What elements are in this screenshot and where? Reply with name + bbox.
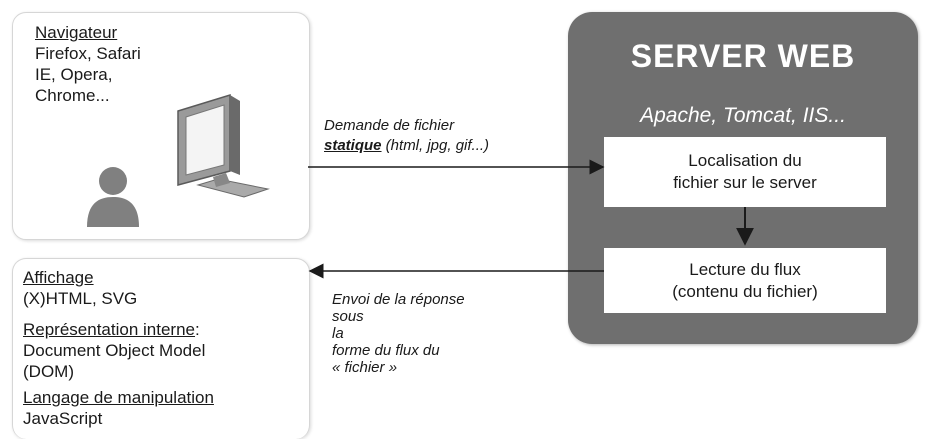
client-line: Chrome... bbox=[35, 86, 110, 105]
response-label: la bbox=[332, 325, 344, 342]
client-box: Navigateur Firefox, Safari IE, Opera, Ch… bbox=[12, 12, 310, 240]
server-subtitle: Apache, Tomcat, IIS... bbox=[640, 104, 846, 127]
request-label: Demande de fichier bbox=[324, 117, 455, 134]
web-server-panel: SERVER WEB Apache, Tomcat, IIS... Locali… bbox=[568, 12, 918, 344]
display-line: (X)HTML, SVG bbox=[23, 289, 138, 308]
monitor-icon bbox=[177, 93, 270, 198]
user-icon bbox=[87, 167, 139, 227]
client-line: IE, Opera, bbox=[35, 65, 113, 84]
display-line: (DOM) bbox=[23, 362, 74, 381]
display-line: Document Object Model bbox=[23, 341, 206, 360]
reading-step: Lecture du flux(contenu du fichier) bbox=[604, 248, 886, 313]
display-heading: Représentation interne: bbox=[23, 320, 200, 339]
response-label: forme du flux du bbox=[332, 342, 440, 359]
response-label: sous bbox=[332, 308, 364, 325]
client-heading: Navigateur bbox=[35, 23, 118, 42]
display-box: Affichage (X)HTML, SVG Représentation in… bbox=[12, 258, 310, 439]
server-title: SERVER WEB bbox=[630, 38, 856, 74]
display-heading: Langage de manipulation bbox=[23, 388, 214, 407]
request-label-detail: statique (html, jpg, gif...) bbox=[324, 137, 490, 154]
display-heading: Affichage bbox=[23, 268, 94, 287]
display-line: JavaScript bbox=[23, 409, 103, 428]
response-label: Envoi de la réponse bbox=[332, 291, 465, 308]
client-line: Firefox, Safari bbox=[35, 44, 141, 63]
response-label: « fichier » bbox=[332, 359, 398, 376]
